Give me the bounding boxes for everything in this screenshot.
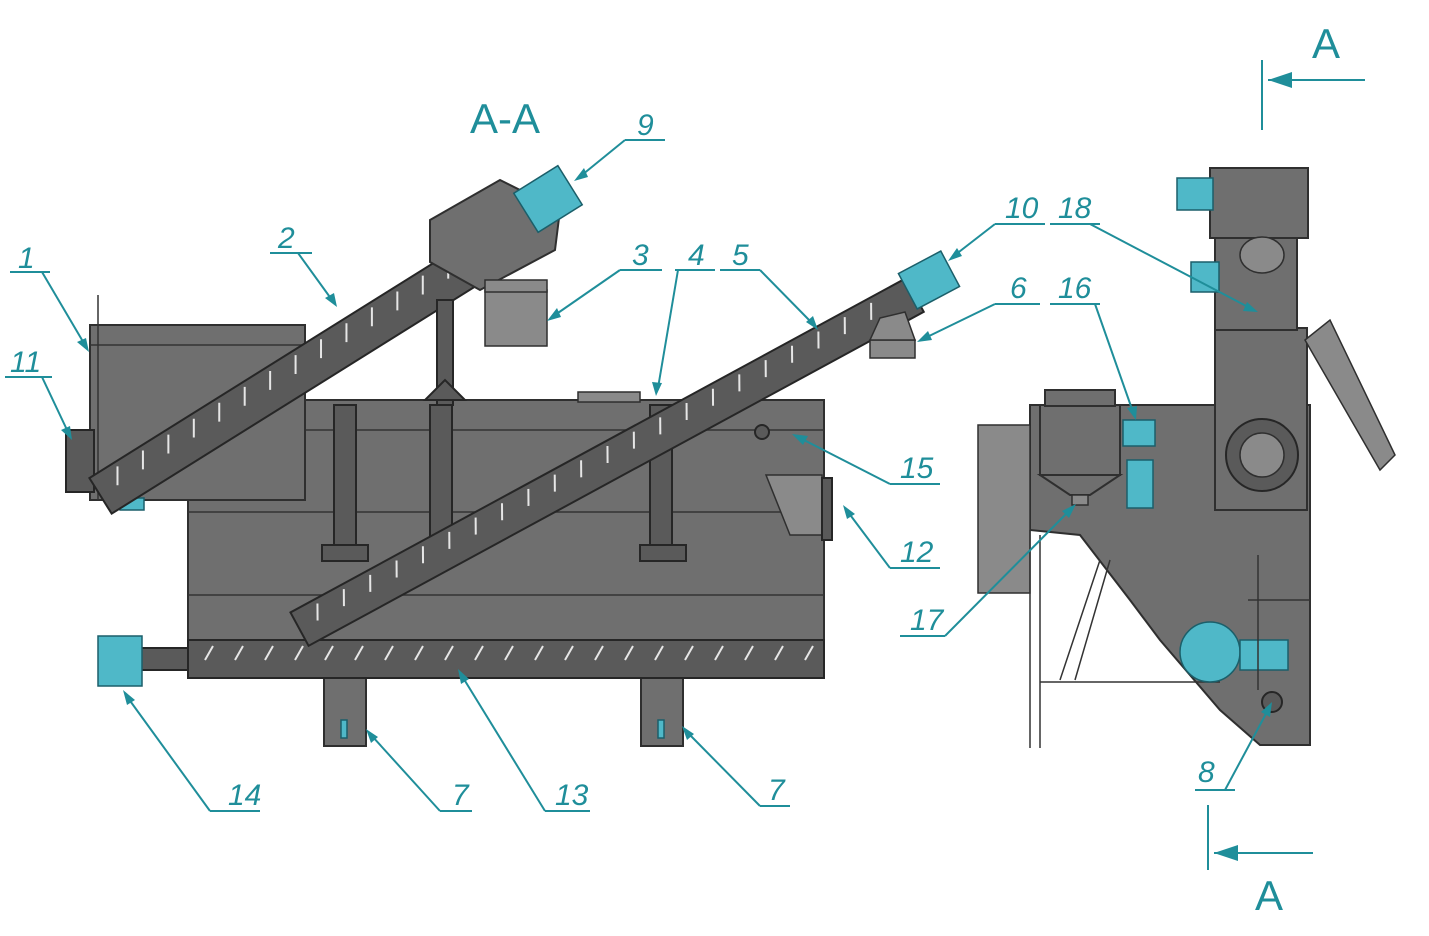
section-letter-top: A (1312, 20, 1340, 67)
callout-label-6: 6 (1010, 272, 1027, 305)
callout-6: 6 (917, 272, 1040, 342)
callout-7-left: 7 (366, 729, 472, 812)
side-panel (977, 424, 1031, 594)
callout-label-16: 16 (1058, 272, 1092, 305)
section-mark-bottom: A (1207, 805, 1313, 919)
callout-4: 4 (652, 239, 715, 396)
top-head-box (1209, 167, 1309, 239)
callout-label-8: 8 (1198, 756, 1215, 789)
motor-16 (1122, 419, 1156, 447)
side-flap (1304, 318, 1396, 472)
callout-16: 16 (1050, 272, 1137, 420)
callout-17: 17 (900, 504, 1076, 637)
callout-label-11: 11 (10, 346, 41, 379)
section-letter-bottom: A (1255, 872, 1283, 919)
callout-label-7b: 7 (768, 774, 786, 807)
callout-9: 9 (574, 109, 665, 181)
sensor-15 (754, 424, 770, 440)
screw-2-drive (512, 164, 584, 234)
callout-label-10: 10 (1005, 192, 1039, 225)
callout-label-15: 15 (900, 452, 934, 485)
chute-3 (484, 289, 548, 347)
inclined-screw-5 (289, 277, 926, 648)
callout-label-7a: 7 (452, 779, 470, 812)
callout-label-5: 5 (732, 239, 749, 272)
callout-11: 11 (5, 346, 72, 440)
callout-18: 18 (1050, 192, 1258, 312)
callout-label-2: 2 (277, 222, 295, 255)
callout-15: 15 (792, 434, 940, 485)
bottom-screw-drive (97, 635, 143, 687)
callout-label-1: 1 (18, 242, 35, 275)
gearbox (1179, 621, 1241, 683)
callout-10: 10 (948, 192, 1045, 261)
motor-18 (1190, 261, 1220, 293)
callout-label-13: 13 (555, 779, 589, 812)
callout-label-18: 18 (1058, 192, 1092, 225)
tank-support-1 (333, 404, 357, 561)
motor-top (1176, 177, 1214, 211)
callout-3: 3 (547, 239, 662, 321)
callout-7-right: 7 (682, 726, 790, 807)
section-mark-top: A (1261, 20, 1365, 130)
callout-14: 14 (123, 690, 261, 812)
callout-label-4: 4 (688, 239, 705, 272)
callout-12: 12 (843, 505, 940, 569)
callout-label-14: 14 (228, 779, 261, 812)
callout-5: 5 (720, 239, 818, 330)
callout-1: 1 (10, 242, 89, 352)
screw-5-drive (897, 250, 961, 310)
callout-label-9: 9 (637, 109, 654, 142)
section-view-title: A-A (470, 95, 540, 142)
discharge-6 (869, 339, 916, 359)
callout-13: 13 (458, 669, 590, 812)
section-view-aa (65, 164, 961, 747)
callout-label-3: 3 (632, 239, 649, 272)
callout-2: 2 (270, 222, 337, 307)
callout-label-17: 17 (910, 604, 945, 637)
callout-8: 8 (1195, 702, 1272, 791)
side-view (977, 167, 1396, 748)
callout-label-12: 12 (900, 536, 934, 569)
